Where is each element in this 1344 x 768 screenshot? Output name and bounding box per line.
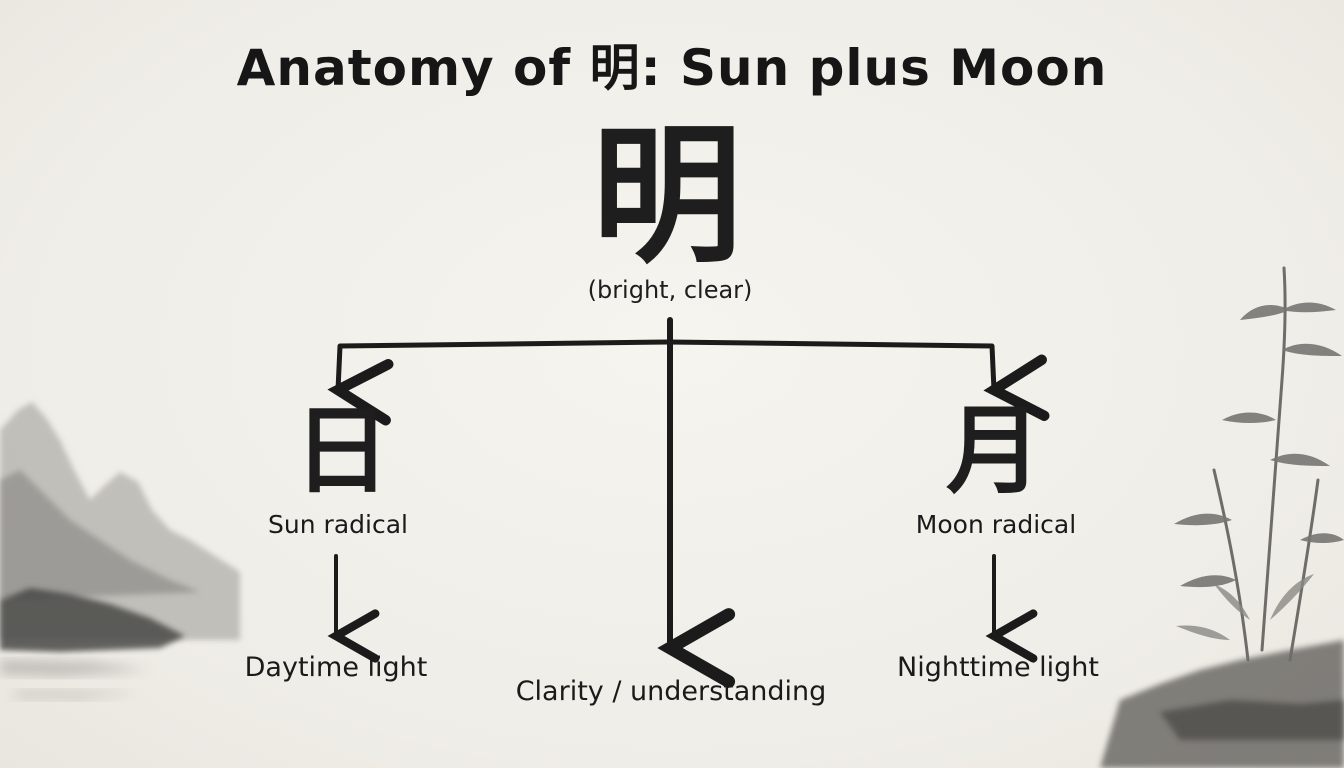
sun-radical-character: 日 [294, 394, 390, 507]
moon-radical-label: Moon radical [915, 510, 1077, 539]
arrow-to-moon [665, 339, 1050, 421]
mountain-landscape-left [0, 402, 240, 700]
bamboo-landscape-right [1100, 266, 1344, 768]
main-meaning: (bright, clear) [587, 276, 753, 304]
moon-radical-character: 月 [946, 394, 1042, 507]
main-character: 明 [591, 108, 742, 284]
arrow-to-sun [327, 339, 671, 426]
sun-radical-label: Sun radical [268, 510, 408, 539]
clarity-understanding-label: Clarity / understanding [515, 676, 827, 707]
nighttime-light-label: Nighttime light [897, 652, 1099, 683]
daytime-light-label: Daytime light [244, 652, 428, 683]
page-title: Anatomy of 明: Sun plus Moon [236, 39, 1108, 97]
branch-arrows [327, 317, 1050, 688]
